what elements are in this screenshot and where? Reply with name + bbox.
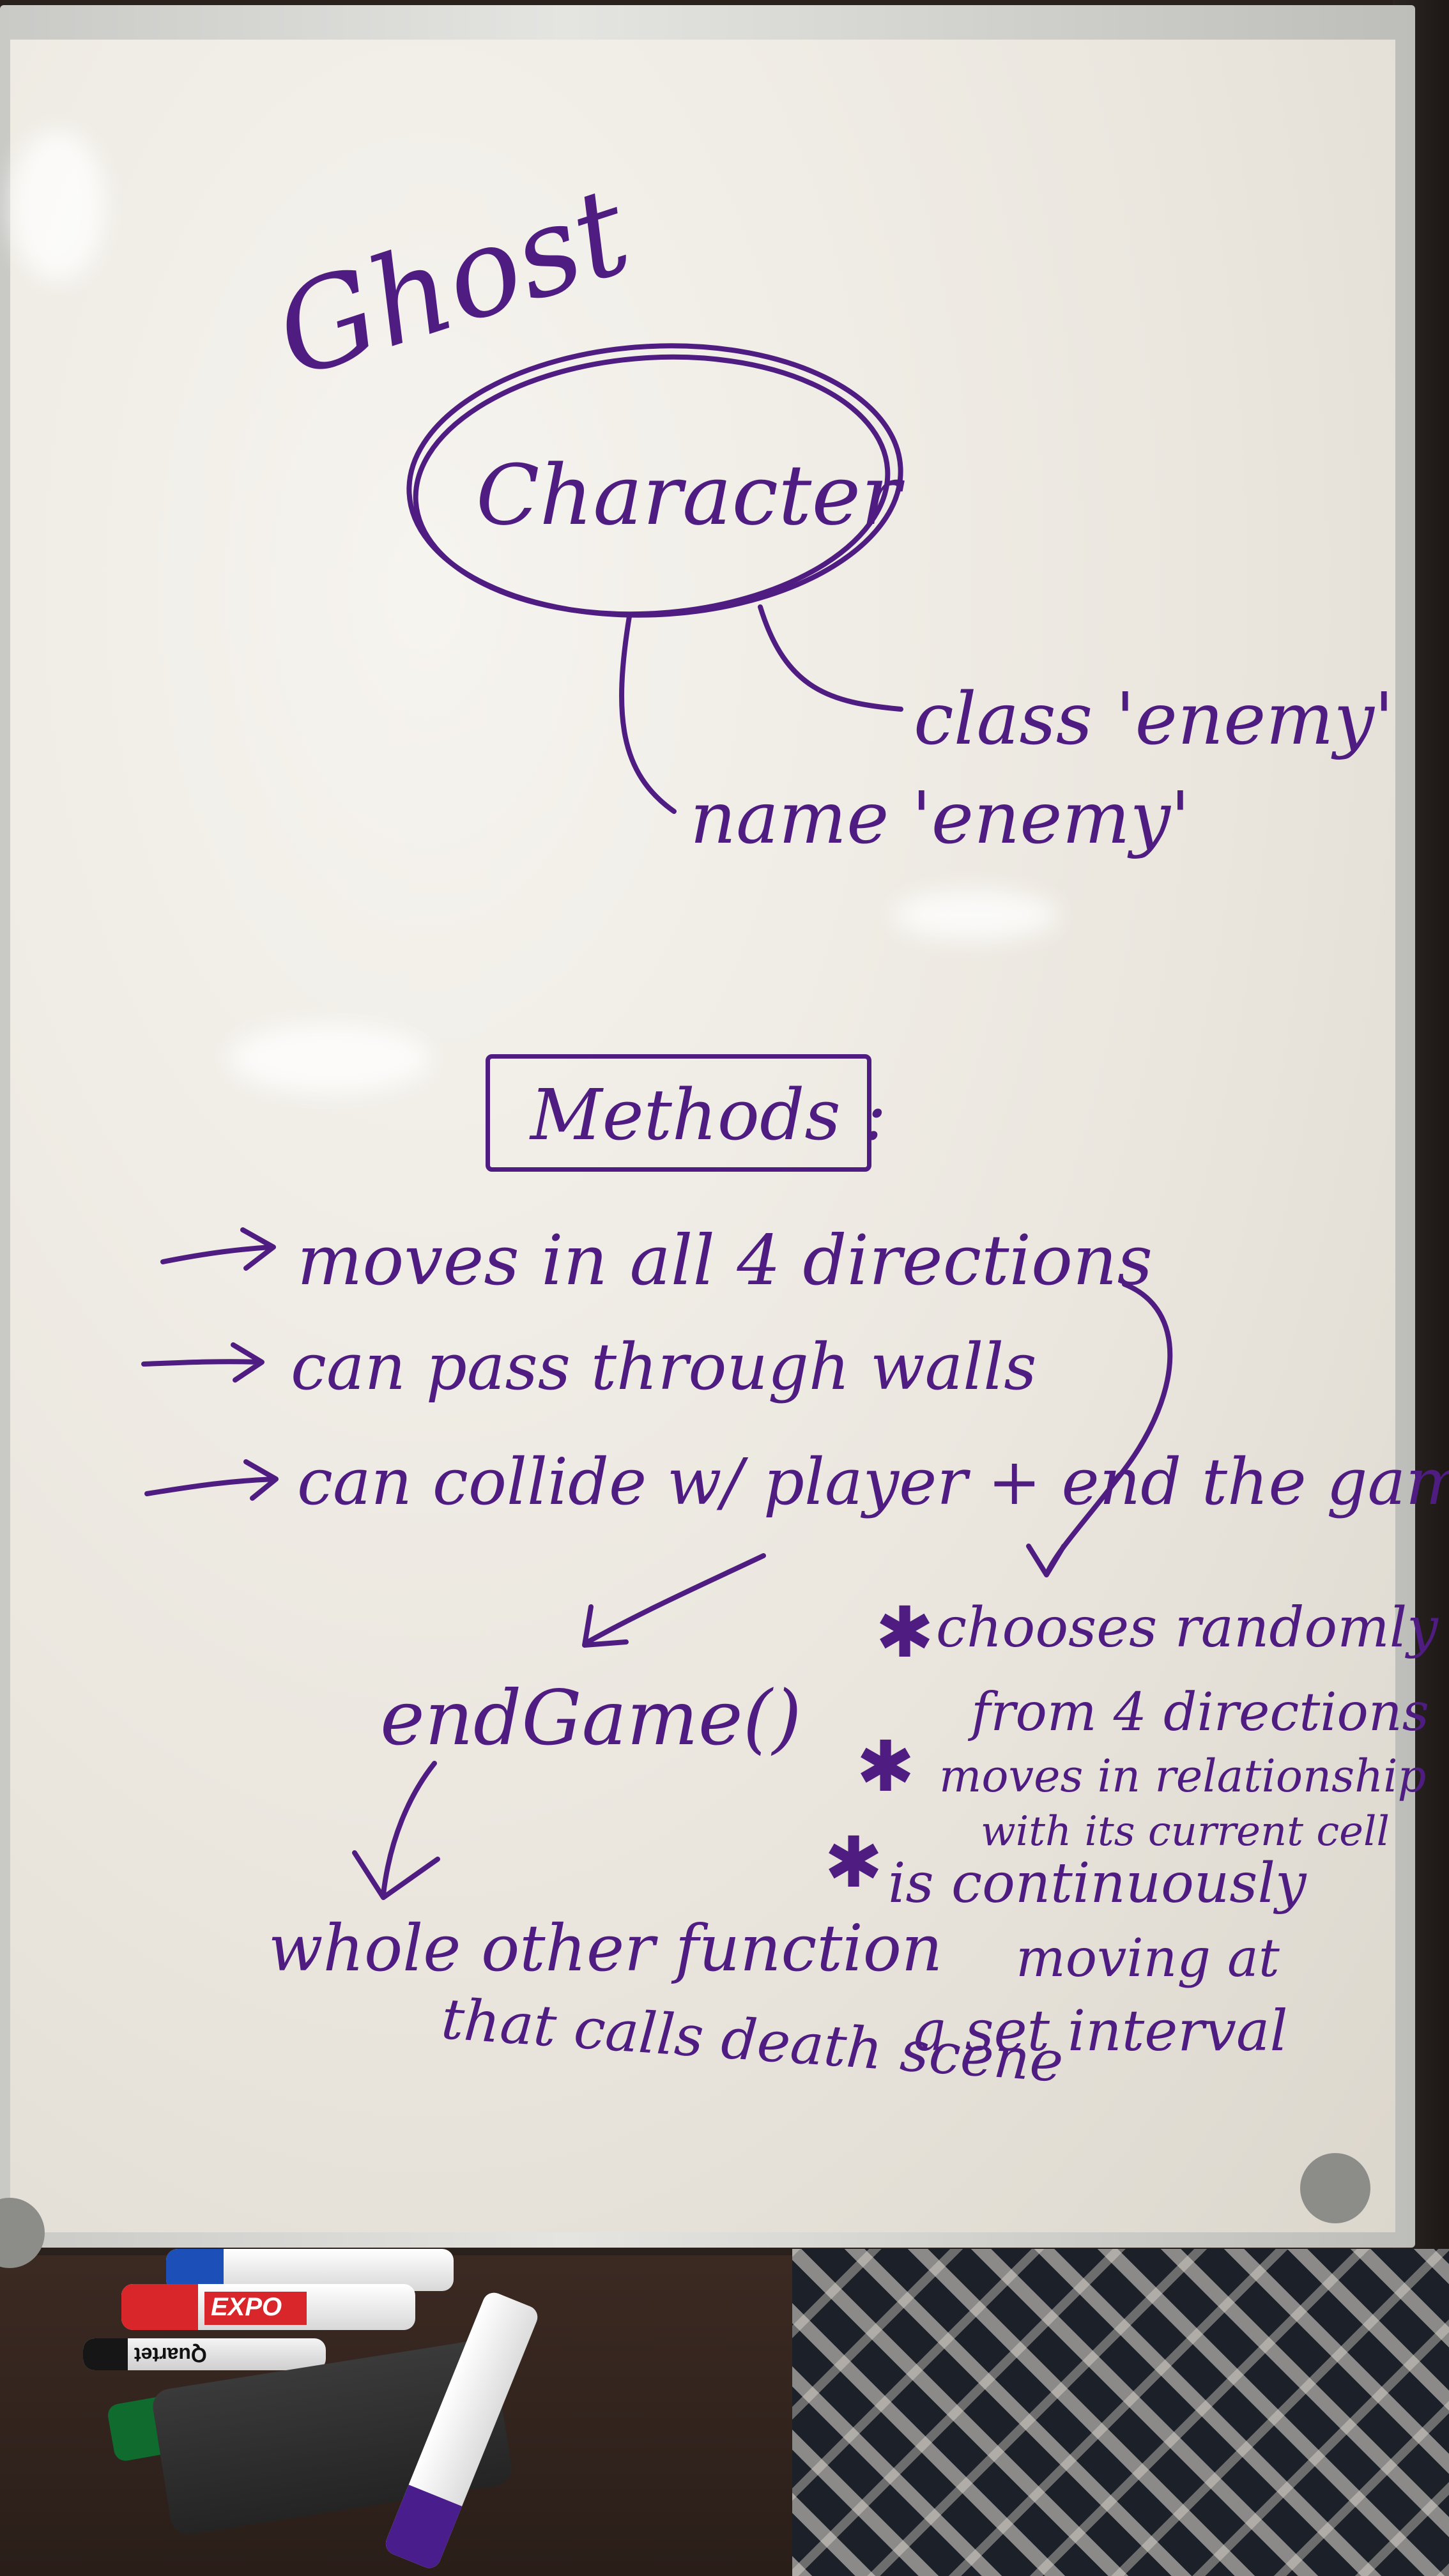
methods-heading: Methods : [530,1074,887,1156]
light-glare [10,129,106,282]
asterisk-icon: ✱ [824,1821,884,1903]
frame-corner [1300,2153,1370,2223]
arrow-icon [160,1227,276,1271]
movement-note: moving at [1016,1928,1280,1989]
name-attribute: name 'enemy' [690,777,1190,860]
whiteboard-surface [10,40,1395,2232]
methods-box [486,1054,871,1172]
method-item: moves in all 4 directions [297,1221,1153,1301]
method-item: can collide w/ player + end the game [297,1445,1449,1519]
red-marker: EXPO [121,2284,415,2330]
movement-note: is continuously [888,1851,1307,1915]
arrow-icon [144,1459,279,1501]
movement-note: with its current cell [981,1808,1390,1855]
connector-line [619,614,677,814]
end-game-note: whole other function [268,1911,943,1986]
character-label: Character [476,447,901,544]
movement-note: from 4 directions [971,1682,1429,1743]
asterisk-icon: ✱ [856,1726,916,1807]
arrow-icon [352,1761,440,1900]
marker-label: EXPO [204,2292,307,2325]
marker-label: Quartet [134,2343,207,2366]
black-marker: Quartet [83,2338,326,2370]
arrow-icon [1026,1282,1173,1577]
arrow-icon [141,1342,264,1383]
movement-note: a set interval [914,1998,1288,2064]
movement-note: chooses randomly [936,1596,1438,1660]
movement-note: moves in relationship [939,1750,1427,1802]
class-attribute: class 'enemy' [914,678,1394,761]
arrow-icon [582,1553,766,1648]
method-item: can pass through walls [291,1330,1037,1404]
light-glare [892,889,1058,940]
connector-line [758,604,903,712]
end-game-function: endGame() [380,1674,802,1762]
light-glare [227,1023,432,1094]
asterisk-icon: ✱ [875,1591,935,1673]
patterned-rug [792,2249,1449,2576]
character-ellipse [406,343,903,618]
